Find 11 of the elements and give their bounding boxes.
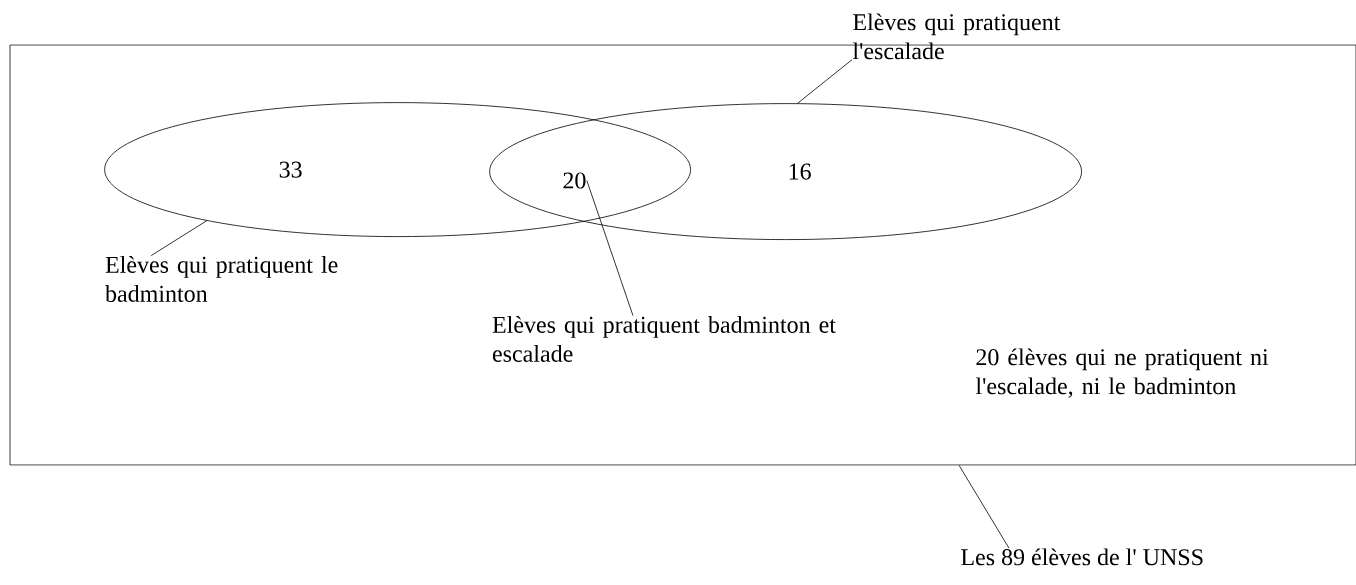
set-caption: Elèves qui pratiquent l'escalade (852, 13, 1061, 60)
note-text: 20 élèves qui ne pratiquent ni l'escalade, ni le badminton (975, 348, 1269, 398)
set-caption: Les 89 élèves de l' UNSS (961, 548, 1203, 566)
leader-line (797, 59, 853, 104)
leader-line (150, 220, 208, 256)
set-caption: Elèves qui pratiquent le badminton (105, 256, 338, 302)
set-caption: Elèves qui pratiquent badminton et escalade (492, 316, 836, 362)
set-rectangle (9, 44, 1356, 466)
region-number: 20 (563, 172, 586, 189)
leader-line (958, 465, 1010, 549)
leader-line (586, 180, 634, 316)
